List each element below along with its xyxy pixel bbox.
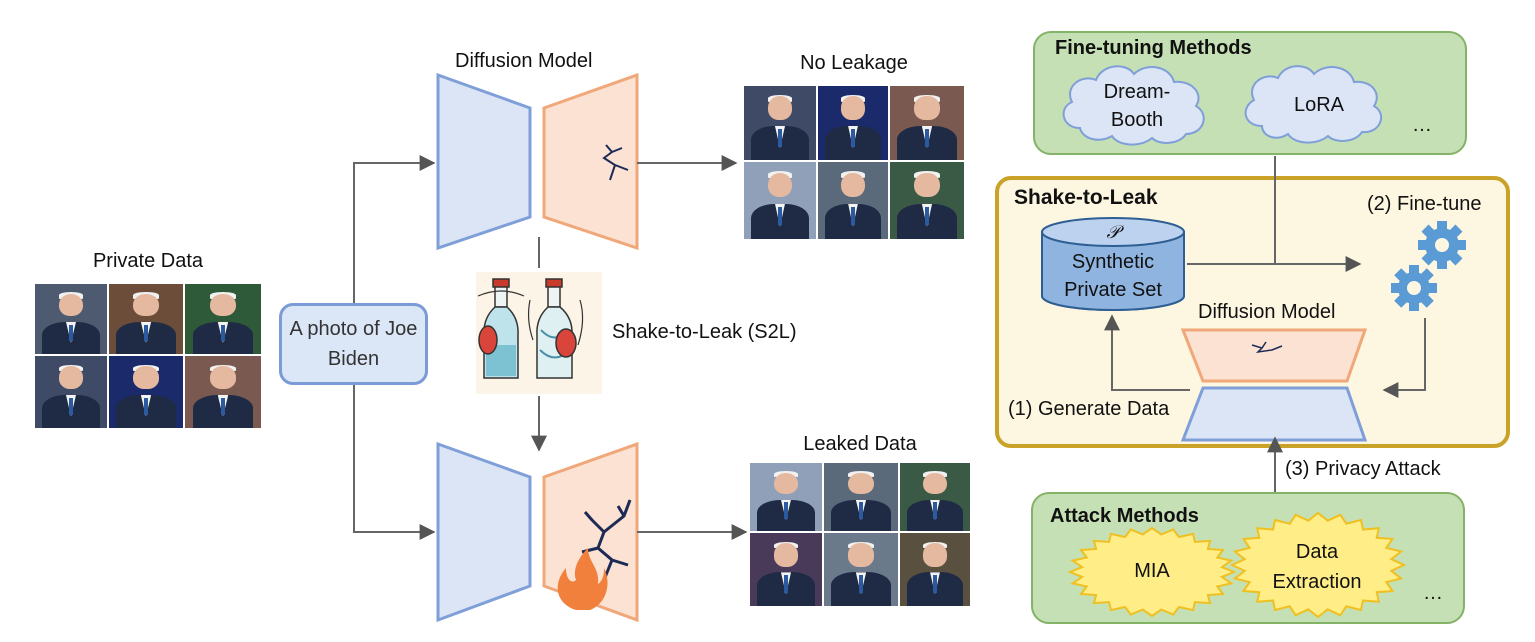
burst-mia — [1067, 526, 1237, 618]
photo-thumbnail — [185, 284, 261, 354]
set-symbol: 𝒫 — [1106, 222, 1120, 243]
no-leakage-label: No Leakage — [800, 52, 908, 74]
burst-data-extraction — [1229, 511, 1407, 619]
gear-icon-large — [1418, 221, 1466, 269]
photo-thumbnail — [818, 86, 888, 160]
cloud-lora — [1244, 65, 1383, 144]
arrow-finetune-back — [1382, 318, 1426, 398]
inner-decoder — [1180, 328, 1368, 383]
photo-thumbnail — [824, 533, 898, 606]
small-crack-icon — [602, 144, 629, 181]
private-data-label: Private Data — [92, 250, 204, 272]
attack-item-data-extraction: Data Extraction — [1272, 541, 1362, 593]
photo-thumbnail — [750, 533, 822, 606]
photo-thumbnail — [818, 162, 888, 239]
attack-item-mia: MIA — [1134, 560, 1170, 582]
private-data-photos — [35, 284, 261, 430]
s2l-label: Shake-to-Leak (S2L) — [612, 321, 797, 343]
shake-bottles-icon — [476, 272, 602, 394]
photo-thumbnail — [900, 463, 970, 531]
inner-model-label: Diffusion Model — [1198, 301, 1336, 323]
photo-thumbnail — [35, 356, 107, 428]
photo-thumbnail — [744, 162, 816, 239]
leaked-data-photos — [750, 463, 970, 606]
arrow-generate-data — [1104, 314, 1190, 391]
attack-title: Attack Methods — [1050, 505, 1199, 527]
large-crack-icon — [581, 499, 632, 581]
top-encoder — [436, 72, 532, 251]
photo-thumbnail — [824, 463, 898, 531]
leaked-data-label: Leaked Data — [803, 433, 917, 455]
step3-label: (3) Privacy Attack — [1285, 458, 1441, 480]
bottom-encoder — [436, 441, 532, 623]
arrow-prompt-to-bottom-model — [353, 344, 436, 540]
finetuning-item-dreambooth: Dream- Booth — [1103, 81, 1171, 131]
photo-thumbnail — [890, 162, 964, 239]
photo-thumbnail — [750, 463, 822, 531]
attack-more: … — [1423, 582, 1443, 604]
synthetic-set-cylinder — [1041, 217, 1185, 311]
gear-icon-small — [1391, 265, 1437, 311]
photo-thumbnail — [900, 533, 970, 606]
photo-thumbnail — [109, 356, 183, 428]
s2l-panel-title: Shake-to-Leak — [1014, 186, 1158, 209]
inner-encoder — [1180, 386, 1368, 442]
finetuning-item-lora: LoRA — [1293, 94, 1345, 116]
photo-thumbnail — [890, 86, 964, 160]
no-leakage-photos — [744, 86, 964, 239]
prompt-text: A photo of Joe Biden — [289, 318, 418, 370]
photo-thumbnail — [185, 356, 261, 428]
top-decoder — [542, 72, 639, 251]
finetuning-more: … — [1412, 114, 1432, 136]
photo-thumbnail — [109, 284, 183, 354]
cloud-dreambooth — [1062, 65, 1205, 146]
bottom-decoder — [542, 441, 639, 623]
fire-icon — [557, 548, 608, 610]
finetuning-title: Fine-tuning Methods — [1055, 37, 1252, 59]
set-label: Synthetic Private Set — [1064, 251, 1162, 301]
step2-label: (2) Fine-tune — [1367, 193, 1482, 215]
inner-crack-icon — [1251, 341, 1283, 354]
prompt-box: A photo of Joe Biden — [279, 303, 428, 385]
photo-thumbnail — [744, 86, 816, 160]
photo-thumbnail — [35, 284, 107, 354]
step1-label: (1) Generate Data — [1008, 398, 1170, 420]
top-model-label: Diffusion Model — [455, 50, 593, 72]
